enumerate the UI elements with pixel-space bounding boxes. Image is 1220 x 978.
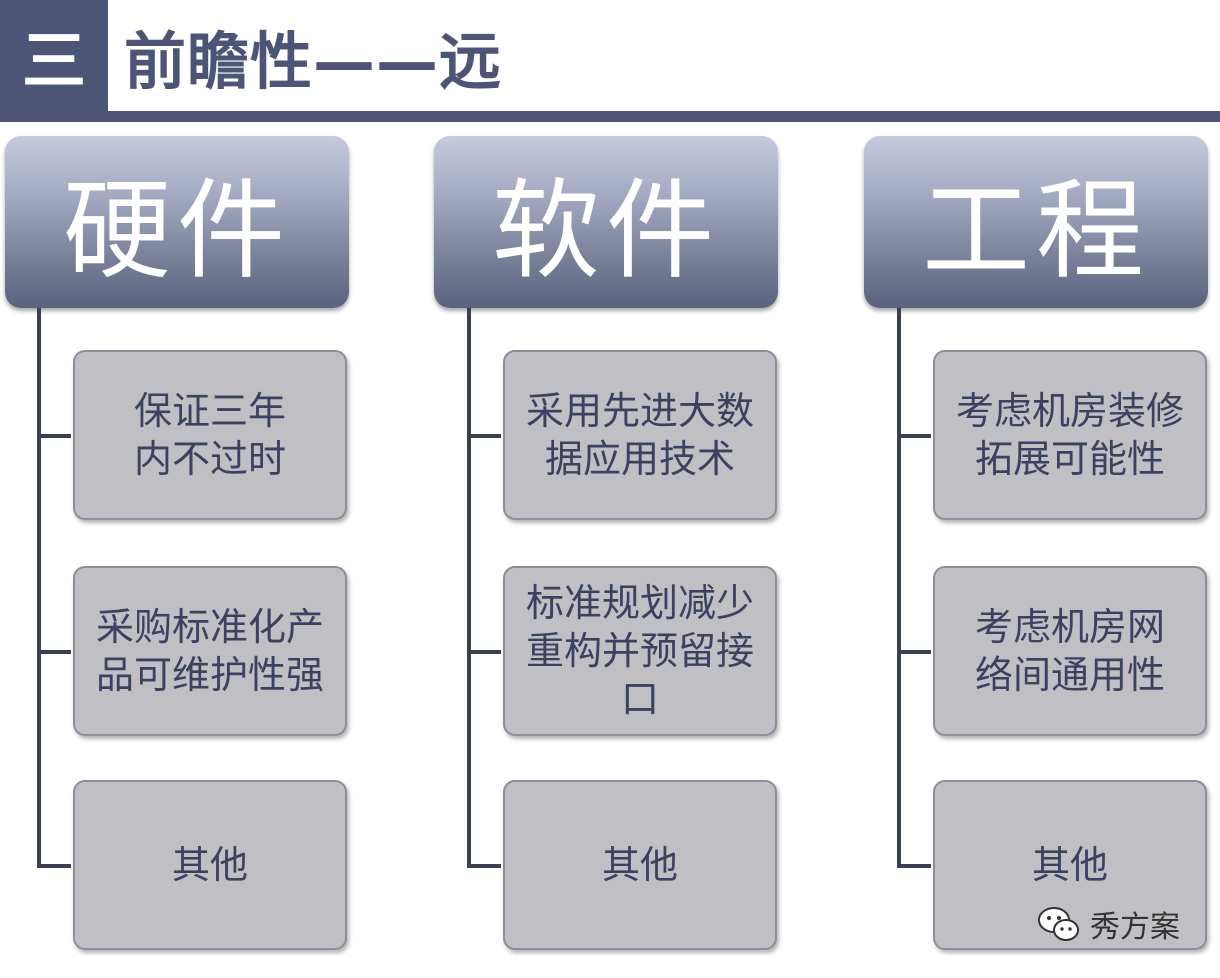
item-text: 其他 (1031, 843, 1108, 887)
connector-vertical (37, 308, 41, 868)
connector-branch (37, 434, 71, 438)
connector-branch (467, 650, 501, 654)
item-text: 采用先进大数 据应用技术 (525, 389, 754, 481)
item-text: 标准规划减少 重构并预留接 口 (525, 581, 754, 721)
item-box: 采购标准化产 品可维护性强 (73, 566, 347, 736)
page-title: 前瞻性——远 (124, 25, 503, 98)
title-underline (0, 111, 1220, 122)
connector-branch (897, 650, 931, 654)
item-box: 其他 (503, 780, 777, 950)
item-box: 考虑机房装修 拓展可能性 (933, 350, 1207, 520)
item-box: 保证三年 内不过时 (73, 350, 347, 520)
connector-vertical (897, 308, 901, 868)
item-text: 采购标准化产 品可维护性强 (95, 605, 324, 697)
item-text: 其他 (171, 843, 248, 887)
connector-branch (467, 864, 501, 868)
connector-branch (467, 434, 501, 438)
item-box: 考虑机房网 络间通用性 (933, 566, 1207, 736)
watermark-text: 秀方案 (1090, 910, 1180, 945)
item-text: 其他 (601, 843, 678, 887)
column-header-engineering: 工程 (864, 136, 1208, 308)
column-header-hardware: 硬件 (5, 136, 349, 308)
item-box: 采用先进大数 据应用技术 (503, 350, 777, 520)
item-box: 其他 (73, 780, 347, 950)
section-number-badge: 三 (0, 0, 108, 112)
connector-branch (897, 434, 931, 438)
item-text: 考虑机房装修 拓展可能性 (955, 389, 1184, 481)
wechat-icon (1038, 907, 1079, 941)
item-text: 保证三年 内不过时 (133, 389, 286, 481)
connector-branch (37, 864, 71, 868)
connector-branch (897, 864, 931, 868)
watermark: 秀方案 (1036, 902, 1180, 946)
column-header-software: 软件 (434, 136, 778, 308)
connector-vertical (467, 308, 471, 868)
connector-branch (37, 650, 71, 654)
item-text: 考虑机房网 络间通用性 (974, 605, 1165, 697)
item-box: 标准规划减少 重构并预留接 口 (503, 566, 777, 736)
